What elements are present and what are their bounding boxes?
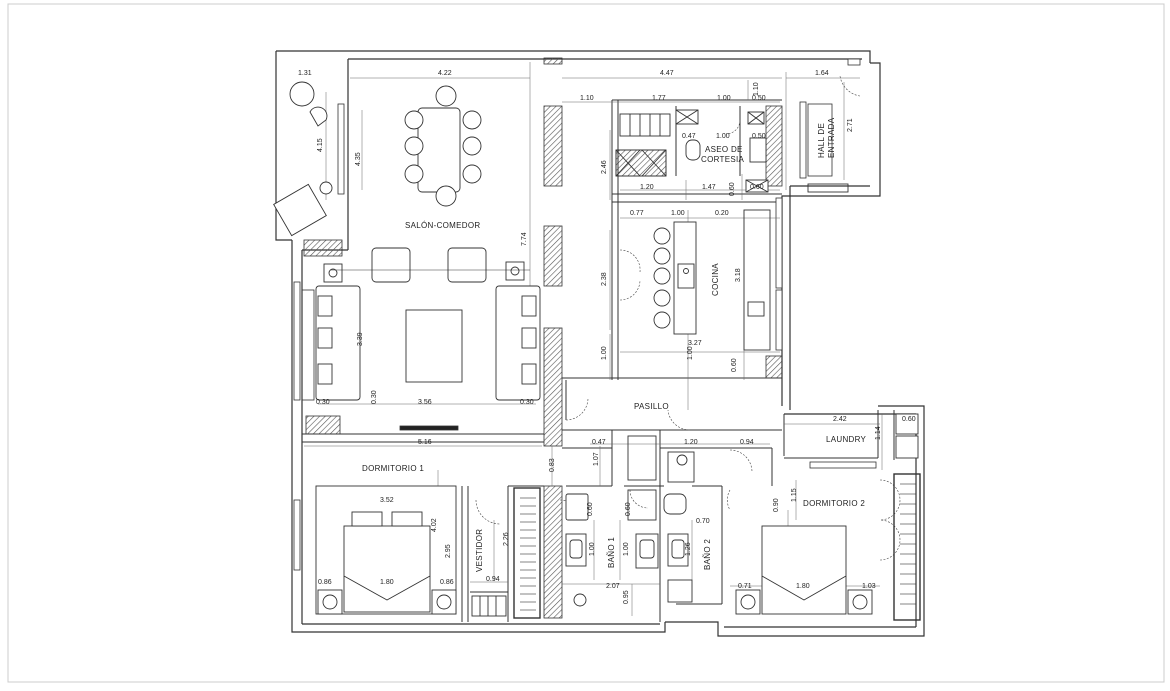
dim-label: 1.20 bbox=[640, 184, 654, 191]
label-cocina: COCINA bbox=[711, 263, 720, 296]
dim-label: 2.38 bbox=[601, 272, 608, 286]
label-hall-line-2: ENTRADA bbox=[827, 117, 836, 158]
dim-label: 4.15 bbox=[317, 138, 324, 152]
dim-label: 1.00 bbox=[623, 542, 630, 556]
dim-label: 0.60 bbox=[731, 358, 738, 372]
dim-label: 0.94 bbox=[486, 576, 500, 583]
dim-label: 1.10 bbox=[753, 82, 760, 96]
dim-label: 4.02 bbox=[431, 518, 438, 532]
label-laundry: LAUNDRY bbox=[826, 435, 867, 444]
dim-label: 7.74 bbox=[521, 232, 528, 246]
dim-label: 0.20 bbox=[715, 210, 729, 217]
label-aseo-line-1: ASEO DE bbox=[705, 145, 743, 154]
label-dormitorio-1: DORMITORIO 1 bbox=[362, 464, 424, 473]
dim-label: 1.00 bbox=[671, 210, 685, 217]
dim-label: 0.50 bbox=[752, 133, 766, 140]
dim-label: 2.71 bbox=[847, 118, 854, 132]
room-labels: SALÓN-COMEDOR COCINA PASILLO LAUNDRY DOR… bbox=[362, 117, 867, 572]
dim-label: 0.60 bbox=[902, 416, 916, 423]
outer-walls bbox=[275, 50, 925, 637]
dim-label: 4.47 bbox=[660, 70, 674, 77]
dim-label: 1.31 bbox=[298, 70, 312, 77]
dim-label: 1.00 bbox=[687, 346, 694, 360]
dim-label: 2.95 bbox=[445, 544, 452, 558]
dim-label: 1.00 bbox=[601, 346, 608, 360]
label-hall-line-1: HALL DE bbox=[817, 123, 826, 158]
dim-label: 1.80 bbox=[380, 579, 394, 586]
dimension-labels: 1.31 4.22 4.47 1.64 4.15 4.35 1.10 1.77 … bbox=[298, 70, 916, 604]
dim-label: 0.86 bbox=[440, 579, 454, 586]
dim-label: 1.64 bbox=[815, 70, 829, 77]
label-bano-2: BAÑO 2 bbox=[703, 539, 712, 570]
dim-label: 5.16 bbox=[418, 439, 432, 446]
dim-label: 3.39 bbox=[357, 332, 364, 346]
dim-label: 2.42 bbox=[833, 416, 847, 423]
label-dormitorio-2: DORMITORIO 2 bbox=[803, 499, 865, 508]
dim-label: 0.30 bbox=[520, 399, 534, 406]
dim-label: 0.47 bbox=[592, 439, 606, 446]
dim-label: 4.22 bbox=[438, 70, 452, 77]
label-salon: SALÓN-COMEDOR bbox=[405, 221, 480, 230]
windows bbox=[293, 58, 877, 571]
dim-label: 1.20 bbox=[684, 439, 698, 446]
dim-label: 2.07 bbox=[606, 583, 620, 590]
dim-label: 0.94 bbox=[740, 439, 754, 446]
page-border bbox=[7, 3, 1165, 683]
dim-label: 3.56 bbox=[418, 399, 432, 406]
dim-label: 1.07 bbox=[593, 452, 600, 466]
interior-walls bbox=[302, 99, 895, 622]
label-vestidor: VESTIDOR bbox=[475, 529, 484, 572]
dim-label: 0.60 bbox=[625, 502, 632, 516]
dim-label: 1.47 bbox=[702, 184, 716, 191]
dim-label: 3.27 bbox=[688, 340, 702, 347]
dim-label: 0.90 bbox=[773, 498, 780, 512]
dim-label: 0.30 bbox=[371, 390, 378, 404]
dim-label: 2.26 bbox=[503, 532, 510, 546]
dim-label: 1.14 bbox=[875, 426, 882, 440]
dim-label: 1.00 bbox=[717, 95, 731, 102]
dim-label: 1.10 bbox=[580, 95, 594, 102]
dim-label: 1.00 bbox=[589, 542, 596, 556]
label-aseo-line-2: CORTESIA bbox=[701, 155, 745, 164]
dim-label: 0.60 bbox=[750, 184, 764, 191]
dim-label: 0.47 bbox=[682, 133, 696, 140]
furniture bbox=[273, 81, 921, 621]
dim-label: 3.18 bbox=[735, 268, 742, 282]
dim-label: 2.46 bbox=[601, 160, 608, 174]
dim-label: 0.60 bbox=[587, 502, 594, 516]
dim-label: 1.80 bbox=[796, 583, 810, 590]
dim-label: 0.95 bbox=[623, 590, 630, 604]
dim-label: 1.03 bbox=[862, 583, 876, 590]
dim-label: 3.52 bbox=[380, 497, 394, 504]
dim-label: 0.86 bbox=[318, 579, 332, 586]
dim-label: 0.83 bbox=[549, 458, 556, 472]
dim-label: 0.77 bbox=[630, 210, 644, 217]
dim-label: 0.71 bbox=[738, 583, 752, 590]
dim-label: 0.30 bbox=[316, 399, 330, 406]
dim-label: 0.60 bbox=[729, 182, 736, 196]
dim-label: 1.26 bbox=[685, 542, 692, 556]
dim-label: 0.70 bbox=[696, 518, 710, 525]
label-pasillo: PASILLO bbox=[634, 402, 669, 411]
dim-label: 4.35 bbox=[355, 152, 362, 166]
dim-label: 1.15 bbox=[791, 488, 798, 502]
label-bano-1: BAÑO 1 bbox=[607, 537, 616, 568]
dim-label: 0.50 bbox=[752, 95, 766, 102]
hatched-walls bbox=[301, 57, 783, 619]
dim-label: 1.77 bbox=[652, 95, 666, 102]
dim-label: 1.00 bbox=[716, 133, 730, 140]
